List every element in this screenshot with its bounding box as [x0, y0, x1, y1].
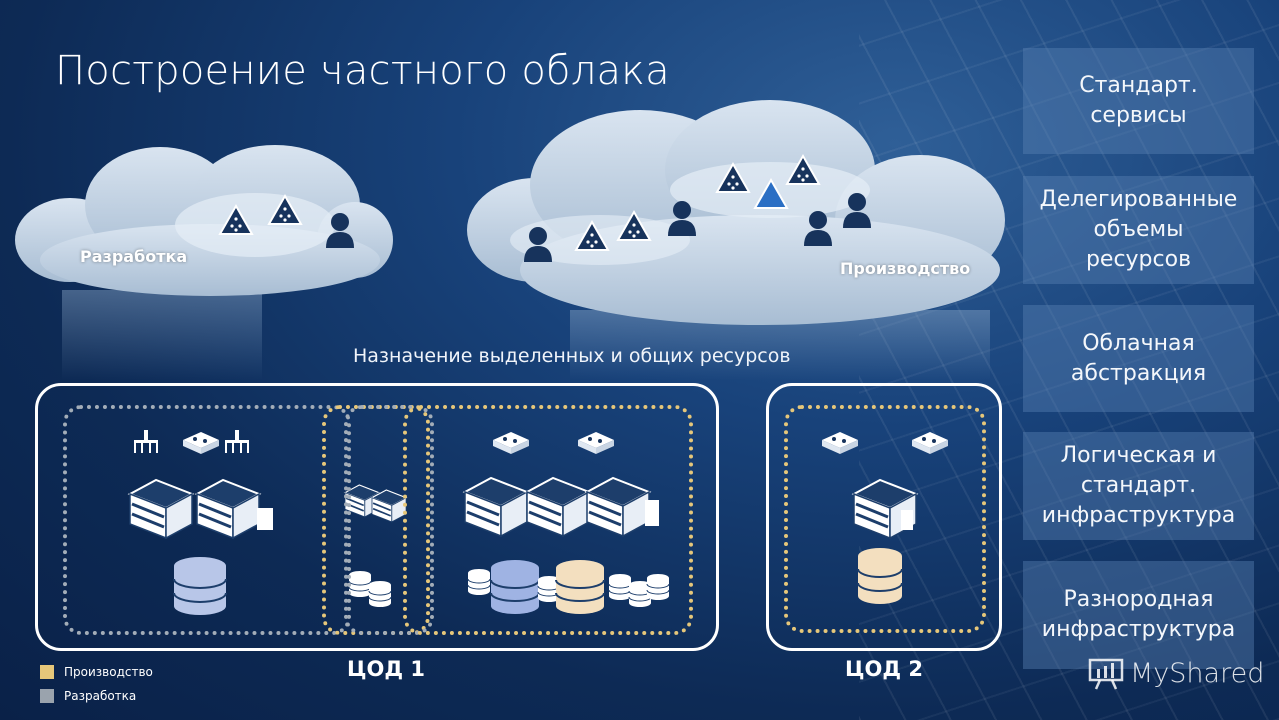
dev-cloud-label: Разработка	[80, 247, 188, 266]
server-icon	[901, 510, 913, 530]
datacenter-2-box	[766, 383, 1002, 651]
panel-standard-services: Стандарт. сервисы	[1023, 48, 1254, 154]
legend-label: Разработка	[64, 689, 137, 703]
dev-group-outline	[63, 405, 351, 635]
legend-item-development: Разработка	[40, 689, 136, 703]
prod-group-outline	[403, 405, 693, 635]
panel-heterogeneous-infrastructure: Разнородная инфраструктура	[1023, 561, 1254, 669]
database-icon	[173, 557, 227, 615]
database-icon	[555, 560, 605, 614]
dc2-prod-outline	[784, 405, 986, 633]
panel-logical-infrastructure: Логическая и стандарт. инфраструктура	[1023, 432, 1254, 540]
light-beam	[62, 290, 262, 380]
datacenter-1-label: ЦОД 1	[347, 657, 425, 681]
database-icon	[490, 560, 540, 614]
resource-assignment-caption: Назначение выделенных и общих ресурсов	[353, 345, 791, 367]
legend-swatch-production	[40, 665, 54, 679]
panel-cloud-abstraction: Облачная абстракция	[1023, 305, 1254, 412]
page-title: Построение частного облака	[55, 48, 670, 94]
watermark-logo: MyShared	[1088, 656, 1264, 690]
server-icon	[645, 500, 659, 526]
network-node-icon	[753, 177, 789, 209]
legend-item-production: Производство	[40, 665, 153, 679]
watermark-text: MyShared	[1130, 657, 1265, 689]
chart-presentation-icon	[1088, 658, 1124, 690]
database-icon	[857, 548, 903, 604]
shared-dev-outline	[344, 405, 434, 635]
datacenter-2-label: ЦОД 2	[845, 657, 923, 681]
legend-swatch-development	[40, 689, 54, 703]
panel-delegated-capacity: Делегированные объемы ресурсов	[1023, 176, 1254, 284]
prod-cloud-label: Производство	[840, 259, 971, 278]
server-icon	[257, 508, 273, 530]
legend-label: Производство	[64, 665, 153, 679]
datacenter-1-box	[35, 383, 719, 651]
